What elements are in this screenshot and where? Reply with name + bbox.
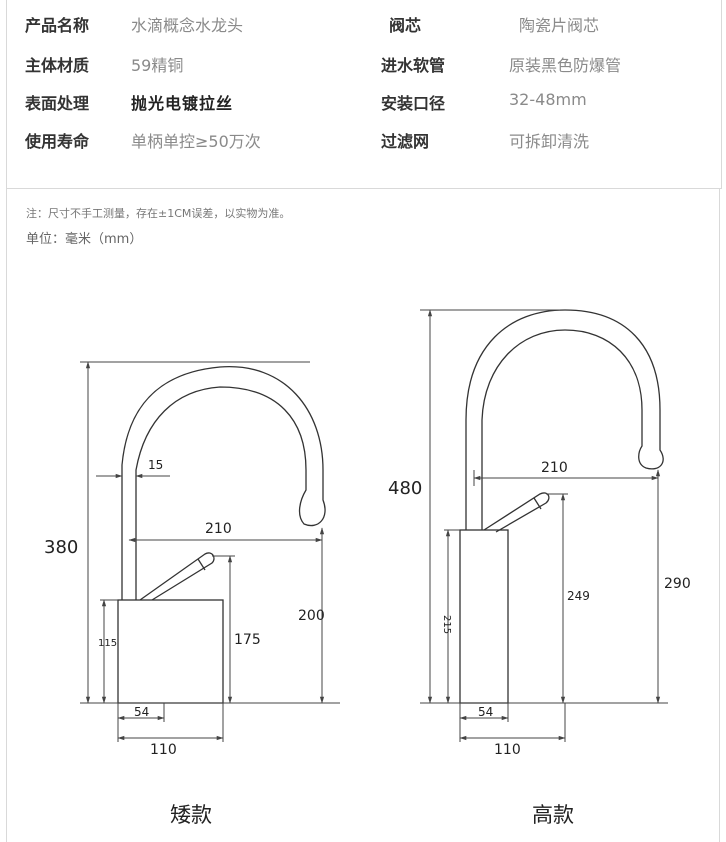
- dim-label: 15: [148, 458, 163, 472]
- spec-value: 单柄单控≥50万次: [131, 132, 261, 151]
- spec-value: 59精铜: [131, 56, 184, 75]
- dim-label: 249: [567, 589, 590, 603]
- dim-label: 480: [388, 478, 422, 499]
- spec-value: 原装黑色防爆管: [509, 56, 622, 75]
- tall-faucet-drawing: [420, 309, 668, 742]
- spec-label: 过滤网: [381, 132, 430, 151]
- short-faucet-drawing: [80, 361, 340, 742]
- spec-value: 抛光电镀拉丝: [131, 94, 234, 113]
- dim-label: 210: [205, 521, 232, 537]
- dim-label: 210: [541, 460, 568, 476]
- dim-label: 380: [44, 537, 78, 558]
- dim-label: 54: [478, 705, 493, 719]
- spec-label: 主体材质: [25, 56, 90, 75]
- model-title-short: 矮款: [170, 803, 212, 827]
- dim-label: 110: [494, 742, 521, 758]
- dim-label: 175: [234, 632, 261, 648]
- dim-label: 110: [150, 742, 177, 758]
- dim-label: 215: [441, 615, 452, 634]
- dim-label: 290: [664, 576, 691, 592]
- spec-table: 产品名称 水滴概念水龙头 主体材质 59精铜 表面处理 抛光电镀拉丝 使用寿命 …: [6, 0, 722, 189]
- spec-value: 可拆卸清洗: [509, 132, 590, 151]
- dim-label: 115: [98, 638, 117, 649]
- diagram-frame: [6, 188, 720, 842]
- spec-label: 使用寿命: [25, 132, 90, 151]
- spec-label: 表面处理: [25, 94, 90, 113]
- measurement-note: 注：尺寸不手工测量，存在±1CM误差，以实物为准。: [26, 207, 291, 220]
- spec-label: 阀芯: [389, 16, 422, 35]
- dim-label: 200: [298, 608, 325, 624]
- unit-label: 单位：毫米（mm）: [26, 232, 143, 247]
- model-title-tall: 高款: [532, 803, 574, 827]
- spec-label: 进水软管: [381, 56, 446, 75]
- spec-label: 产品名称: [25, 16, 90, 35]
- spec-value: 32-48mm: [509, 90, 587, 109]
- spec-value: 陶瓷片阀芯: [519, 16, 600, 35]
- spec-label: 安装口径: [381, 94, 446, 113]
- spec-value: 水滴概念水龙头: [131, 16, 244, 35]
- dim-label: 54: [134, 705, 149, 719]
